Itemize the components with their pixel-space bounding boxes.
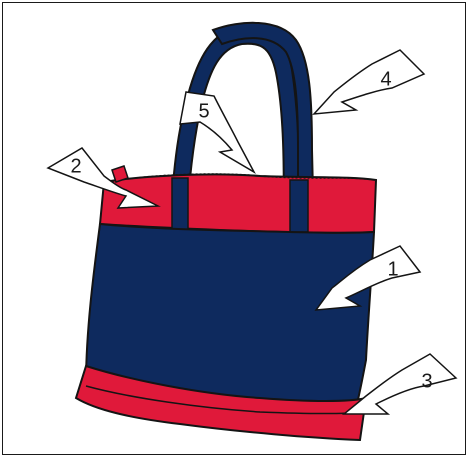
callout-arrow-4: [314, 50, 424, 114]
callout-label-4: 4: [380, 68, 391, 90]
callout-label-5: 5: [198, 100, 209, 122]
callout-label-2: 2: [70, 155, 81, 177]
right-strap-end: [290, 180, 308, 232]
callout-label-1: 1: [387, 258, 398, 280]
left-strap-end: [172, 178, 188, 230]
callout-label-3: 3: [421, 370, 432, 392]
